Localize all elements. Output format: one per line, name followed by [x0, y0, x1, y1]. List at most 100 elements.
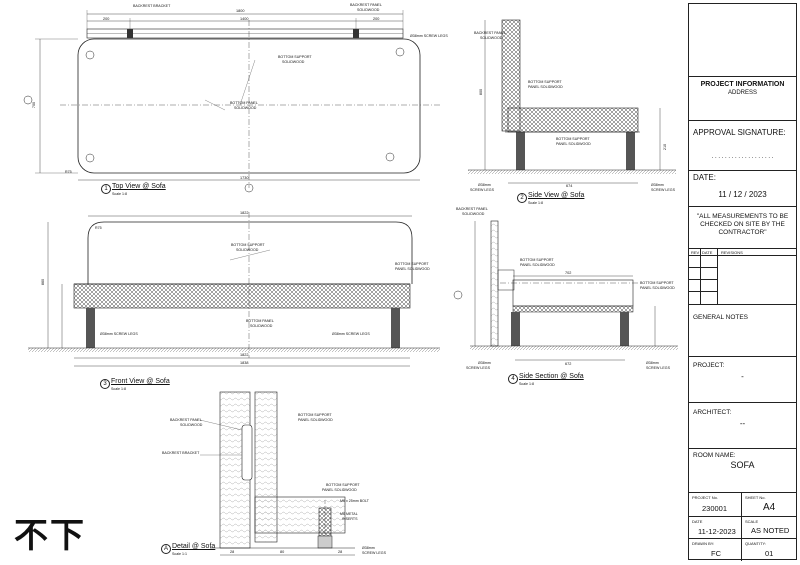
view-title-section: Side Section @ Sofa	[519, 373, 584, 380]
project-value: -	[741, 372, 744, 381]
note-backrest-panel-1: BACKREST PANEL	[350, 3, 382, 7]
project-info-cell: PROJECT INFORMATION ADDRESS	[689, 76, 796, 120]
note-det-metal-2: INSERTS	[342, 517, 358, 521]
sheet-no-value: A4	[763, 502, 776, 513]
drawn-by-row: DRAWN BY: FC QUANTITY: 01	[689, 538, 796, 560]
note-backrest-panel-2: SOLIDWOOD	[357, 8, 380, 12]
scale-label: SCALE	[745, 519, 759, 524]
dim-det-b: 80	[280, 550, 285, 554]
note-det-support-2: PANEL SOLIDWOOD	[298, 418, 333, 422]
address-label: ADDRESS	[727, 90, 757, 96]
note-side-screw-b: SCREW LEGS	[470, 188, 494, 192]
note-det-support-3: BOTTOM SUPPORT	[326, 483, 360, 487]
top-view	[23, 10, 440, 193]
view-title-side: Side View @ Sofa	[528, 192, 585, 199]
side-section	[453, 220, 678, 361]
rev-header-rev: REV	[691, 250, 700, 255]
note-sec-support-1: BOTTOM SUPPORT	[520, 258, 554, 262]
logo: 不下	[14, 516, 86, 556]
note-side-backrest-1: BACKREST PANEL	[474, 31, 506, 35]
scale-value: AS NOTED	[751, 526, 790, 535]
front-view	[28, 212, 440, 367]
note-sec-screw-b: SCREW LEGS	[466, 366, 490, 370]
dim-front-w: 1822	[240, 211, 249, 215]
rev-header-date: DATE	[702, 250, 713, 255]
project-no-row: PROJECT No. 230001 SHEET No. A4	[689, 492, 796, 561]
note-det-backrest-1: BACKREST PANEL	[170, 418, 202, 422]
note-backrest-bracket: BACKREST BRACKET	[133, 4, 171, 8]
view-title-detail: Detail @ Sofa	[172, 543, 216, 550]
dim-side-a: 210	[663, 143, 668, 151]
sheet-no-label: SHEET No.	[745, 495, 766, 500]
note-side-support-3: BOTTOM SUPPORT	[556, 137, 590, 141]
measurement-note: "ALL MEASUREMENTS TO BE CHECKED ON SITE …	[696, 213, 789, 236]
approval-cell: APPROVAL SIGNATURE: . . . . . . . . . . …	[689, 120, 796, 170]
dim-top-overall: 1800	[236, 9, 245, 13]
note-side-support-2: PANEL SOLIDWOOD	[528, 85, 563, 89]
note-det-screw-b: SCREW LEGS	[362, 551, 386, 555]
room-name-label: ROOM NAME:	[693, 452, 736, 459]
view-scale-front: Scale 1:8	[111, 387, 126, 391]
quantity-value: 01	[765, 549, 774, 558]
room-name-value: SOFA	[730, 460, 755, 470]
dim-side-h1: 800	[479, 88, 484, 96]
date2-label: DATE	[692, 519, 703, 524]
note-front-panel-2: PANEL SOLIDWOOD	[395, 267, 430, 271]
note-bottom-panel-1: BOTTOM PANEL	[230, 101, 258, 105]
dim-front-h: 860	[41, 278, 46, 286]
date-cell: DATE: 11 / 12 / 2023	[689, 170, 796, 206]
note-side-support-1: BOTTOM SUPPORT	[528, 80, 562, 84]
note-bottom-support-2: SOLIDWOOD	[282, 60, 305, 64]
project-label: PROJECT:	[693, 362, 725, 369]
dim-top-a: 200	[103, 17, 110, 21]
project-information-heading: PROJECT INFORMATION	[700, 81, 785, 88]
note-front-support-1: BOTTOM SUPPORT	[231, 243, 265, 247]
note-det-support-1: BOTTOM SUPPORT	[298, 413, 332, 417]
drawing-area	[23, 10, 678, 556]
note-sec-backrest-2: SOLIDWOOD	[462, 212, 485, 216]
project-cell: PROJECT: -	[689, 356, 796, 402]
note-det-bracket: BACKREST BRACKET	[162, 451, 200, 455]
note-bottom-support-1: BOTTOM SUPPORT	[278, 55, 312, 59]
view-num-front: 3	[100, 379, 110, 389]
dim-front-bottom2: 1838	[240, 361, 249, 365]
date-label: DATE:	[693, 173, 716, 182]
view-num-side: 2	[517, 193, 527, 203]
general-notes-label: GENERAL NOTES	[693, 314, 749, 321]
note-det-support-4: PANEL SOLIDWOOD	[322, 488, 357, 492]
detail-a	[199, 391, 355, 556]
project-no-value: 230001	[702, 504, 728, 513]
dim-det-a: 28	[230, 550, 235, 554]
quantity-label: QUANTITY:	[745, 541, 767, 546]
view-num-top: 1	[101, 184, 111, 194]
general-notes-cell: GENERAL NOTES	[689, 304, 796, 356]
dim-front-bottom: 1822	[240, 353, 249, 357]
drawn-by-label: DRAWN BY:	[692, 541, 715, 546]
date2-value: 11-12-2023	[698, 527, 736, 536]
note-front-screw-l: Ø38mm SCREW LEGS	[100, 332, 138, 336]
architect-cell: ARCHITECT: --	[689, 402, 796, 448]
dim-top-bottom: 1730	[240, 176, 249, 180]
note-det-bolt: M6 x 25mm BOLT	[340, 499, 369, 503]
revisions-table: REV DATE REVISIONS	[689, 248, 796, 305]
note-side-screw-c: Ø38mm	[651, 183, 664, 187]
view-scale-top: Scale 1:8	[112, 192, 127, 196]
view-scale-detail: Scale 1:1	[172, 552, 187, 556]
note-side-backrest-2: SOLIDWOOD	[480, 36, 503, 40]
title-block: PROJECT INFORMATION ADDRESS APPROVAL SIG…	[688, 3, 797, 561]
dim-top-c: 200	[373, 17, 380, 21]
date-value: 11 / 12 / 2023	[718, 190, 767, 199]
dim-top-depth: 700	[32, 101, 37, 109]
dim-top-b: 1400	[240, 17, 249, 21]
note-sec-screw-a: Ø38mm	[478, 361, 491, 365]
view-num-detail: A	[161, 544, 171, 554]
project-no-label: PROJECT No.	[692, 495, 718, 500]
note-sec-support-3: BOTTOM SUPPORT	[640, 281, 674, 285]
note-sec-support-2: PANEL SOLIDWOOD	[520, 263, 555, 267]
rev-header-revisions: REVISIONS	[721, 250, 743, 255]
note-side-support-4: PANEL SOLIDWOOD	[556, 142, 591, 146]
note-side-screw-d: SCREW LEGS	[651, 188, 675, 192]
note-sec-screw-d: SCREW LEGS	[646, 366, 670, 370]
dim-sec-d: 672	[565, 362, 572, 366]
